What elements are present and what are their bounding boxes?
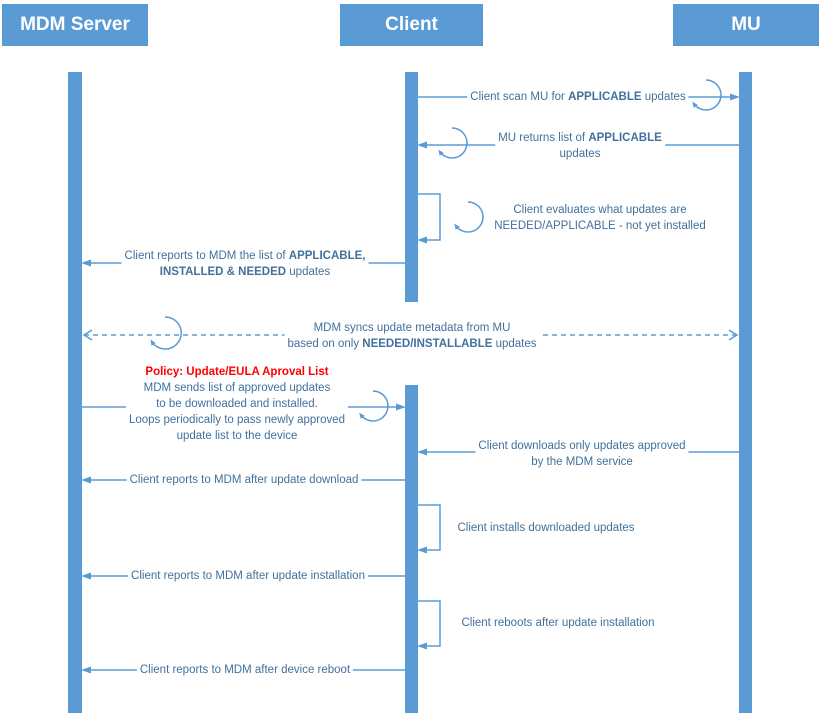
actor-box-mu: MU [673,4,819,46]
message-label-download: Client downloads only updates approved b… [475,438,689,470]
message-label-scan: Client scan MU for APPLICABLE updates [467,89,689,105]
message-label-report-list: Client reports to MDM the list of APPLIC… [121,248,369,280]
open-arrowhead-sync-right [728,329,739,341]
self-arrow-install [417,504,441,554]
lifeline-bar-client-segment-1 [405,72,418,302]
lifeline-bar-mdm-server [68,72,82,713]
loop-icon-sync [150,316,182,350]
lifeline-bar-client-segment-2 [405,385,418,713]
actor-label-client: Client [385,14,438,35]
loop-icon-scan [692,79,722,111]
loop-icon-policy [359,390,389,422]
message-label-report-download: Client reports to MDM after update downl… [126,472,362,488]
actor-label-mu: MU [731,14,761,35]
policy-title: Policy: Update/EULA Aproval List [145,366,329,378]
self-arrow-reboot [417,600,441,650]
message-label-evaluate: Client evaluates what updates are NEEDED… [491,202,709,234]
open-arrowhead-sync-left [82,329,93,341]
actor-label-mdm-server: MDM Server [20,14,130,35]
loop-icon-returns [438,127,468,159]
message-label-returns: MU returns list of APPLICABLE updates [495,130,665,162]
actor-box-mdm-server: MDM Server [2,4,148,46]
message-label-policy: Policy: Update/EULA Aproval List MDM sen… [125,364,349,444]
message-label-report-reboot: Client reports to MDM after device reboo… [136,662,354,678]
message-label-reboot: Client reboots after update installation [458,615,658,631]
loop-icon-evaluate [454,201,484,233]
self-arrow-evaluate [417,193,441,244]
lifeline-bar-mu [739,72,752,713]
message-label-report-install: Client reports to MDM after update insta… [128,568,368,584]
message-label-install: Client installs downloaded updates [454,520,638,536]
actor-box-client: Client [340,4,483,46]
message-label-sync: MDM syncs update metadata from MU based … [284,320,540,352]
